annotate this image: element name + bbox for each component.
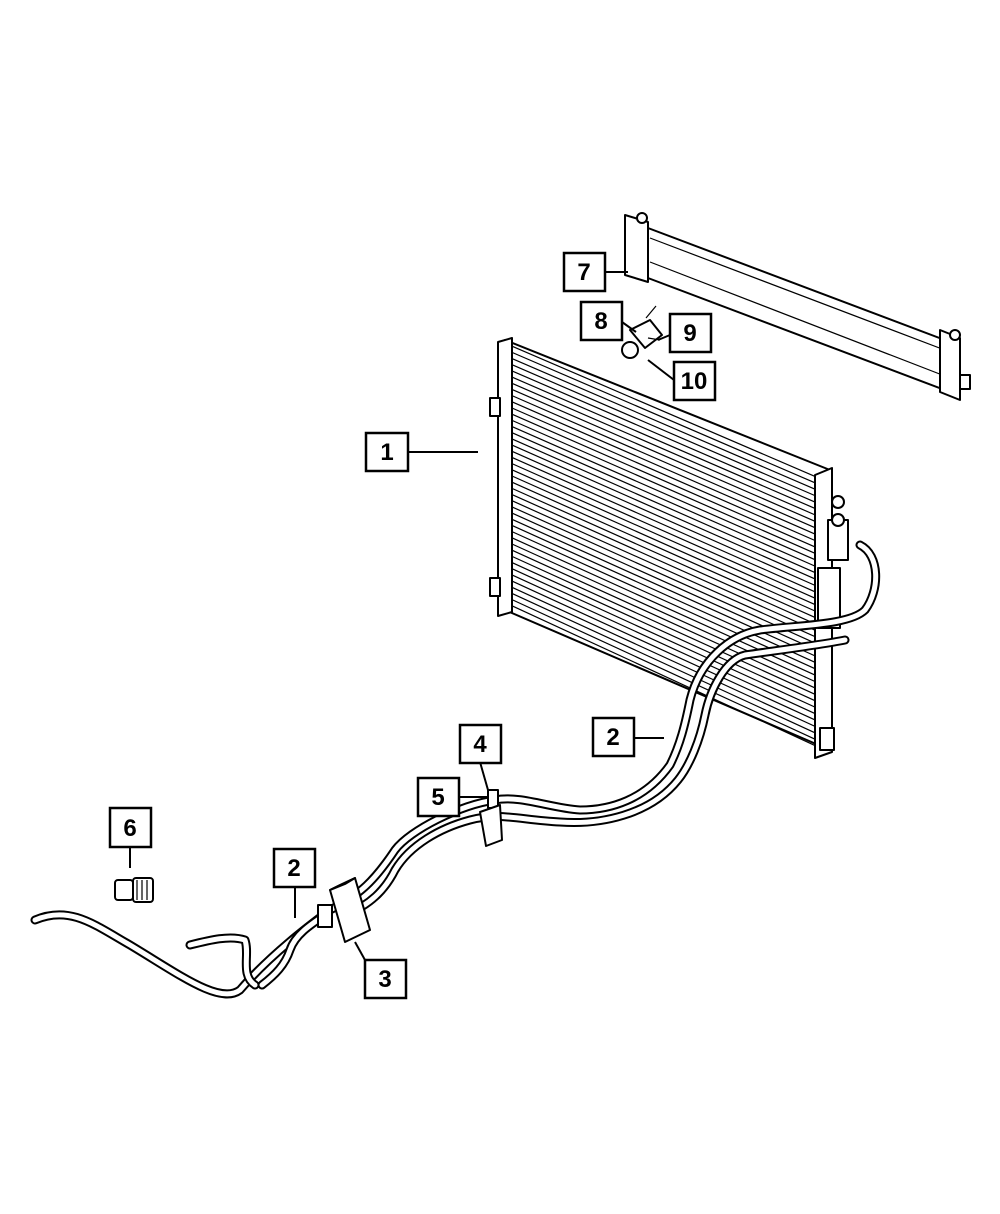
callout-10-label: 10 (681, 368, 708, 395)
callout-3-label: 3 (378, 966, 391, 993)
condenser-fin (511, 432, 816, 567)
condenser-fin (511, 599, 816, 740)
condenser-fin (511, 425, 816, 561)
condenser-fin (511, 574, 816, 715)
callout-7-label: 7 (577, 259, 590, 286)
condenser-fin (511, 388, 816, 522)
ac-lines (30, 540, 881, 999)
condenser-fin (511, 456, 816, 593)
callout-6-label: 6 (123, 815, 136, 842)
condenser-fin (511, 531, 816, 670)
condenser-fin (511, 364, 816, 497)
pressure-switch (114, 877, 154, 903)
callout-2-lower-label: 2 (287, 855, 300, 882)
condenser-fin (511, 401, 816, 535)
condenser-fin (511, 481, 816, 618)
callout-8: 8 (579, 300, 624, 342)
line-clip (479, 789, 503, 847)
condenser-fin (511, 561, 816, 702)
condenser-fin (511, 555, 816, 695)
condenser-fin (511, 463, 816, 599)
callout-2-lower: 2 (272, 847, 317, 889)
callout-1: 1 (364, 431, 410, 473)
condenser-fin (511, 419, 816, 554)
condenser-fin (511, 469, 816, 606)
callout-10: 10 (672, 360, 717, 402)
callout-7: 7 (562, 251, 607, 293)
callout-8-label: 8 (594, 308, 607, 335)
condenser-fin (511, 370, 816, 503)
condenser (489, 337, 849, 759)
expansion-valve-block (317, 877, 371, 943)
condenser-fin (511, 592, 816, 734)
condenser-fin (511, 605, 816, 747)
oil-cooler (624, 212, 971, 401)
callout-9-label: 9 (683, 320, 696, 347)
callout-3: 3 (363, 958, 408, 1000)
condenser-fin (511, 493, 816, 631)
condenser-fin (511, 413, 816, 548)
condenser-fin (511, 506, 816, 644)
condenser-fin (511, 444, 816, 580)
condenser-fin (511, 407, 816, 542)
condenser-fin (511, 438, 816, 574)
condenser-fin (511, 351, 816, 484)
condenser-fin (511, 357, 816, 490)
callout-4: 4 (458, 723, 503, 765)
callout-5-label: 5 (431, 784, 444, 811)
callout-1-label: 1 (380, 439, 393, 466)
callout-4-label: 4 (473, 731, 487, 758)
condenser-fin (511, 586, 816, 727)
condenser-fin (511, 524, 816, 663)
condenser-fin (511, 500, 816, 638)
condenser-fin (511, 395, 816, 529)
condenser-fin (511, 345, 816, 477)
condenser-fin (511, 376, 816, 510)
mounting-hardware (621, 305, 663, 359)
callout-2-upper-label: 2 (606, 724, 619, 751)
condenser-fin (511, 487, 816, 625)
callout-5: 5 (416, 776, 461, 818)
callouts: 1 2 2 3 4 5 6 7 (108, 251, 717, 1000)
condenser-fin (511, 549, 816, 689)
condenser-fin (511, 580, 816, 721)
condenser-fin (511, 475, 816, 612)
callout-9: 9 (668, 312, 713, 354)
callout-6: 6 (108, 806, 153, 849)
condenser-fin (511, 568, 816, 708)
condenser-fin (511, 450, 816, 586)
callout-2-upper: 2 (591, 716, 636, 758)
condenser-fin (511, 382, 816, 516)
condenser-fin (511, 543, 816, 683)
leader-lines (129, 271, 675, 961)
